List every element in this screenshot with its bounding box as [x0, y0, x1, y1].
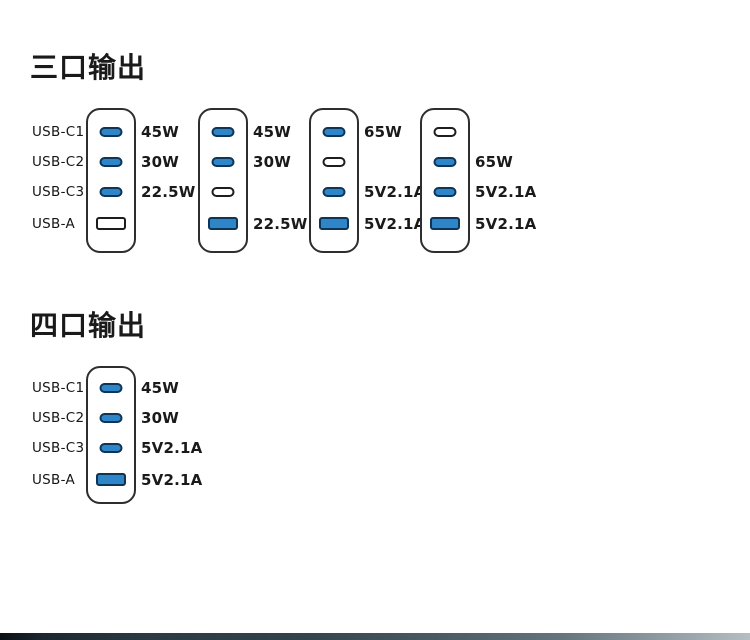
page-divider-bar	[0, 633, 750, 640]
port-name-label-usb-a: USB-A	[32, 472, 76, 488]
port-name-label-usb-c1: USB-C1	[32, 124, 85, 140]
usb-a-port	[208, 217, 238, 230]
power-label: 65W	[475, 153, 514, 171]
usb-c1-port	[322, 127, 346, 137]
power-label: 5V2.1A	[364, 183, 426, 201]
power-label: 5V2.1A	[475, 215, 537, 233]
usb-a-port	[319, 217, 349, 230]
usb-c1-port	[211, 127, 235, 137]
usb-c1-port	[433, 127, 457, 137]
usb-c1-port	[99, 127, 123, 137]
section-title-four-port-output: 四口输出	[30, 309, 147, 342]
port-name-label-usb-a: USB-A	[32, 216, 76, 232]
port-name-label-usb-c2: USB-C2	[32, 410, 85, 426]
charger-1-body	[86, 108, 136, 253]
power-label: 45W	[253, 123, 292, 141]
usb-c3-port	[211, 187, 235, 197]
usb-c3-port	[99, 443, 123, 453]
usb-a-port	[96, 473, 126, 486]
section-title-three-port-output: 三口输出	[30, 51, 147, 84]
port-name-label-usb-c3: USB-C3	[32, 184, 85, 200]
power-label: 30W	[141, 409, 180, 427]
power-label: 65W	[364, 123, 403, 141]
usb-c1-port	[99, 383, 123, 393]
charger-4-body	[420, 108, 470, 253]
usb-a-port	[430, 217, 460, 230]
power-label: 5V2.1A	[475, 183, 537, 201]
usb-c2-port	[211, 157, 235, 167]
power-label: 5V2.1A	[141, 439, 203, 457]
usb-c3-port	[433, 187, 457, 197]
usb-c3-port	[99, 187, 123, 197]
port-name-label-usb-c2: USB-C2	[32, 154, 85, 170]
charger-2-body	[198, 108, 248, 253]
power-label: 30W	[253, 153, 292, 171]
charger-3-body	[309, 108, 359, 253]
usb-a-port	[96, 217, 126, 230]
usb-c2-port	[99, 157, 123, 167]
usb-c2-port	[99, 413, 123, 423]
power-label: 45W	[141, 379, 180, 397]
power-label: 22.5W	[141, 183, 196, 201]
power-label: 5V2.1A	[364, 215, 426, 233]
power-label: 5V2.1A	[141, 471, 203, 489]
usb-c3-port	[322, 187, 346, 197]
power-label: 45W	[141, 123, 180, 141]
usb-c2-port	[322, 157, 346, 167]
port-name-label-usb-c3: USB-C3	[32, 440, 85, 456]
charger-5-body	[86, 366, 136, 504]
power-label: 30W	[141, 153, 180, 171]
port-name-label-usb-c1: USB-C1	[32, 380, 85, 396]
usb-c2-port	[433, 157, 457, 167]
power-label: 22.5W	[253, 215, 308, 233]
